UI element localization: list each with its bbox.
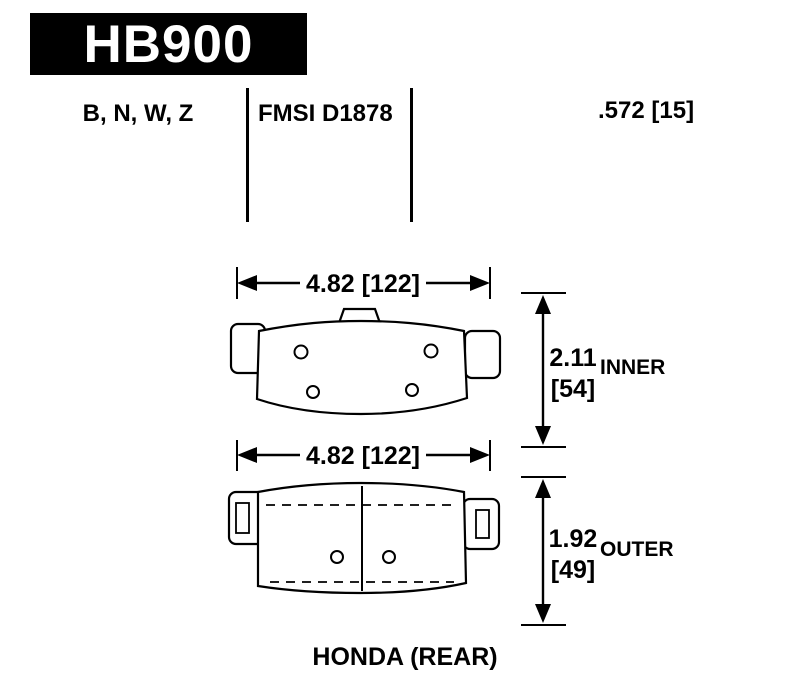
- outer-pad-left-ear-detail: [235, 502, 250, 534]
- inner-pad-drawing: [229, 307, 502, 416]
- arrowhead-right-icon: [470, 275, 490, 291]
- outer-pad-right-ear-detail: [475, 509, 490, 539]
- outer-height-in-label: 1.92: [549, 525, 598, 553]
- inner-height-mm-label: [54]: [551, 375, 595, 403]
- rivet-hole: [330, 550, 344, 564]
- rivet-hole: [382, 550, 396, 564]
- arrowhead-up-icon: [535, 479, 551, 498]
- inner-height-dimension: 2.11 [54] INNER: [521, 292, 665, 448]
- inner-height-in-label: 2.11: [549, 344, 596, 372]
- inner-pad-label: INNER: [600, 356, 665, 379]
- part-number: HB900: [83, 14, 254, 74]
- outer-width-dimension: 4.82 [122]: [236, 440, 491, 471]
- compound-codes: B, N, W, Z: [82, 100, 194, 127]
- inner-pad-outline: [255, 319, 469, 416]
- divider-line-2: [410, 88, 413, 222]
- arrowhead-left-icon: [237, 447, 257, 463]
- rivet-hole: [423, 343, 439, 359]
- outer-height-dimension: 1.92 [49] OUTER: [521, 476, 674, 626]
- arrowhead-up-icon: [535, 295, 551, 314]
- outer-pad-label: OUTER: [600, 538, 674, 561]
- divider-line-1: [246, 88, 249, 222]
- inner-pad-right-ear: [463, 329, 502, 380]
- arrowhead-down-icon: [535, 426, 551, 445]
- fmsi-number: FMSI D1878: [258, 100, 393, 127]
- outer-width-dim-label: 4.82 [122]: [306, 442, 420, 470]
- rivet-hole: [306, 385, 320, 399]
- arrowhead-right-icon: [470, 447, 490, 463]
- part-number-box: HB900: [30, 13, 307, 75]
- outer-pad-drawing: [227, 481, 501, 595]
- vehicle-application: HONDA (REAR): [312, 643, 497, 671]
- arrowhead-left-icon: [237, 275, 257, 291]
- pad-thickness: .572 [15]: [598, 97, 695, 124]
- arrowhead-down-icon: [535, 604, 551, 623]
- inner-width-dim-label: 4.82 [122]: [306, 270, 420, 298]
- rivet-hole: [405, 383, 419, 397]
- outer-height-mm-label: [49]: [551, 556, 595, 584]
- rivet-hole: [293, 344, 309, 360]
- inner-width-dimension: 4.82 [122]: [236, 267, 491, 299]
